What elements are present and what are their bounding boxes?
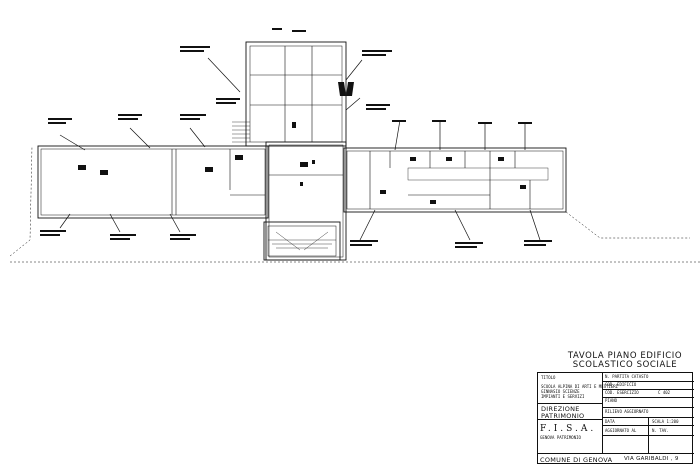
scale-label: SCALA 1:200 (652, 419, 679, 424)
row-partita: N. PARTITA CATASTO (605, 374, 649, 379)
note-rilievo: RILIEVO AGGIORNATO (605, 409, 649, 414)
drawing-title-line1: TAVOLA PIANO EDIFICIO (567, 351, 683, 361)
logo-subtitle: GENOVA PATRIMONIO (540, 435, 581, 440)
direzione-label: DIREZIONE (541, 405, 580, 413)
title-block: TITOLO SCUOLA ALPINA DI ARTI E MESTIERI … (537, 372, 694, 464)
fisa-logo: F.I.S.A. (540, 424, 597, 434)
patrimonio-label: PATRIMONIO (541, 412, 585, 420)
note-data: DATA (605, 419, 615, 424)
drawing-title-line2: SCOLASTICO SOCIALE (572, 360, 678, 370)
outer-dash-lines (9, 145, 700, 263)
exit-signs (292, 82, 354, 186)
comune-label: COMUNE DI GENOVA (540, 456, 613, 464)
room-tags (78, 155, 526, 204)
row-esercizio-value: C 402 (658, 390, 671, 395)
titolo-line-2: GINNASIO SCIENZE (541, 389, 580, 394)
address-label: VIA GARIBALDI , 9 (624, 456, 679, 462)
stairs (232, 121, 336, 251)
building-outline (37, 41, 567, 261)
interior-walls (171, 46, 531, 215)
titolo-line-3: IMPIANTI E SERVIZI (541, 394, 585, 399)
titolo-line-1: SCUOLA ALPINA DI ARTI E MESTIERI (541, 384, 619, 389)
titolo-label: TITOLO (541, 375, 556, 380)
note-tav: N. TAV. (652, 428, 669, 433)
annotation-blocks (40, 28, 552, 248)
exit-arrows (59, 57, 541, 241)
row-piano: PIANO (605, 398, 618, 403)
note-aggiornato: AGGIORNATO AL (605, 428, 637, 433)
row-esercizio: COD. ESERCIZIO (605, 390, 639, 395)
drawing-title: TAVOLA PIANO EDIFICIO SCOLASTICO SOCIALE (560, 352, 690, 370)
row-edificio: COD. EDIFICIO (605, 382, 637, 387)
